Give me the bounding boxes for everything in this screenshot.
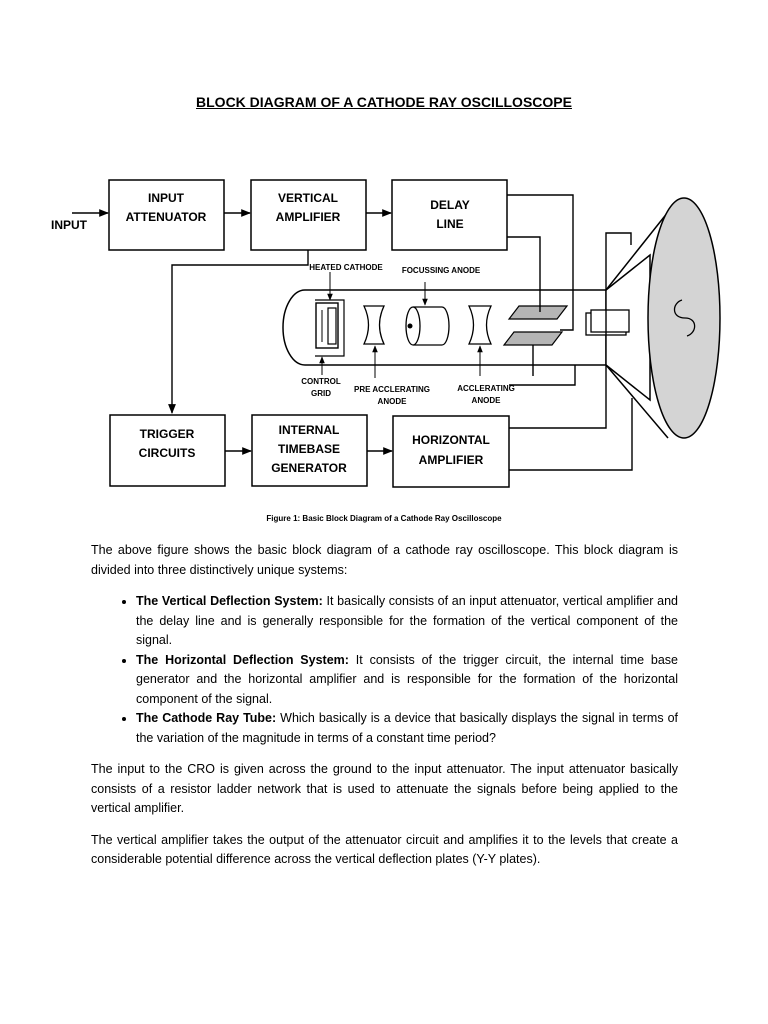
hamp-to-hplate-wire-bottom [509, 398, 633, 471]
focussing-anode-label: FOCUSSING ANODE [402, 266, 481, 275]
vertical-amplifier-line2: AMPLIFIER [276, 210, 341, 224]
delay-to-plate-wire [507, 236, 541, 312]
vertical-amplifier-line1: VERTICAL [278, 191, 338, 205]
bullet-text: It consists of the trigger circuit, the … [136, 652, 678, 706]
horizontal-amplifier-line2: AMPLIFIER [419, 453, 484, 467]
control-grid-label-2: GRID [311, 389, 331, 398]
horizontal-amplifier-line1: HORIZONTAL [412, 433, 490, 447]
delay-line-line2: LINE [436, 217, 463, 231]
horizontal-deflection-plates [585, 309, 630, 336]
timebase-line3: GENERATOR [271, 461, 347, 475]
delay-line-block: DELAY LINE [391, 179, 508, 251]
accelerating-anode-label-2: ANODE [472, 396, 502, 405]
tube-bottom-wire [509, 365, 576, 386]
trigger-feed-line [168, 250, 309, 414]
timebase-line2: TIMEBASE [278, 442, 340, 456]
bullet-term: The Vertical Deflection System: [136, 594, 323, 608]
delay-to-screen-wire [507, 194, 574, 331]
timebase-line1: INTERNAL [279, 423, 340, 437]
cro-input-paragraph: The input to the CRO is given across the… [91, 762, 678, 815]
systems-list: The Vertical Deflection System: It basic… [91, 592, 678, 748]
body-text: The above figure shows the basic block d… [91, 541, 678, 882]
delay-line-line1: DELAY [430, 198, 470, 212]
intro-paragraph: The above figure shows the basic block d… [91, 543, 678, 577]
crt-screen [647, 197, 721, 439]
heated-cathode [315, 302, 339, 349]
cro-block-diagram: INPUT INPUT ATTENUATOR VERTICAL AMPLIFIE… [51, 179, 721, 488]
input-attenuator-line1: INPUT [148, 191, 185, 205]
hamp-to-hplate-wire-top [509, 232, 632, 429]
bullet-text: It basically consists of an input attenu… [136, 594, 678, 647]
pre-accelerating-label-1: PRE ACCLERATING [354, 385, 430, 394]
pre-accelerating-label-2: ANODE [378, 397, 408, 406]
list-item: The Vertical Deflection System: It basic… [136, 592, 678, 651]
input-attenuator-line2: ATTENUATOR [126, 210, 207, 224]
sine-wave-icon [673, 299, 696, 337]
trigger-circuits-line1: TRIGGER [140, 427, 195, 441]
input-label: INPUT [51, 218, 88, 232]
timebase-generator-block: INTERNAL TIMEBASE GENERATOR [251, 414, 368, 487]
vertical-amplifier-block: VERTICAL AMPLIFIER [250, 179, 367, 251]
accelerating-anode [467, 305, 493, 345]
pre-accelerating-anode [362, 305, 386, 345]
trigger-circuits-line2: CIRCUITS [139, 446, 196, 460]
bullet-term: The Horizontal Deflection System: [136, 652, 349, 667]
accelerating-anode-label-1: ACCLERATING [457, 384, 515, 393]
list-item: The Cathode Ray Tube: Which basically is… [136, 709, 678, 748]
vertical-deflection-plate-bottom [502, 331, 564, 346]
vertical-amplifier-paragraph: The vertical amplifier takes the output … [91, 832, 678, 867]
bullet-term: The Cathode Ray Tube: [136, 711, 277, 725]
heated-cathode-label: HEATED CATHODE [309, 263, 383, 272]
input-attenuator-block: INPUT ATTENUATOR [108, 179, 225, 251]
page-title: BLOCK DIAGRAM OF A CATHODE RAY OSCILLOSC… [196, 94, 572, 110]
figure-caption: Figure 1: Basic Block Diagram of a Catho… [266, 514, 502, 523]
list-item: The Horizontal Deflection System: It con… [136, 651, 678, 710]
horizontal-amplifier-block: HORIZONTAL AMPLIFIER [392, 415, 510, 488]
bullet-text: Which basically is a device that basical… [136, 711, 678, 745]
control-grid [315, 299, 345, 357]
focussing-anode [405, 306, 450, 346]
trigger-circuits-block: TRIGGER CIRCUITS [109, 414, 226, 487]
control-grid-label-1: CONTROL [301, 377, 341, 386]
vertical-deflection-plate-top [507, 305, 569, 320]
